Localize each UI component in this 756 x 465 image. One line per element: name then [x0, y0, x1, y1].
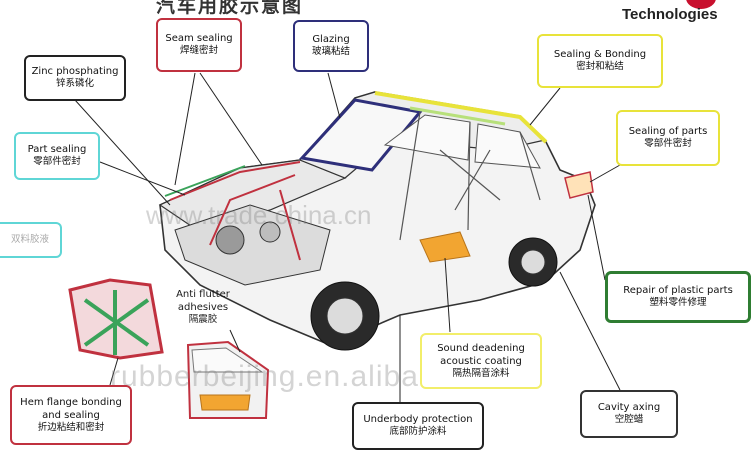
callout-glazing: Glazing 玻璃粘结 — [293, 20, 369, 72]
seam-sealing-cn: 焊缝密封 — [180, 45, 218, 57]
anti-flutter-en1: Anti flutter — [162, 288, 244, 301]
glazing-cn: 玻璃粘结 — [312, 46, 350, 58]
hem-flange-en2: and sealing — [42, 409, 100, 422]
sealing-bonding-cn: 密封和粘结 — [576, 61, 624, 73]
label-anti-flutter: Anti flutter adhesives 隔震胶 — [162, 288, 244, 326]
rear-wheel-rim — [521, 250, 545, 274]
sound-deadening-en1: Sound deadening — [437, 342, 525, 355]
sealing-bonding-en: Sealing & Bonding — [554, 48, 646, 61]
callout-zinc-phosphating: Zinc phosphating 锌系磷化 — [24, 55, 126, 101]
page-heading: 汽车用胶示意图 — [156, 0, 303, 18]
repair-plastic-cn: 塑料零件修理 — [649, 297, 706, 309]
callout-seam-sealing: Seam sealing 焊缝密封 — [156, 18, 242, 72]
callout-sealing-bonding: Sealing & Bonding 密封和粘结 — [537, 34, 663, 88]
leader-seam-2 — [200, 73, 262, 165]
callout-hem-flange: Hem flange bonding and sealing 折边粘结和密封 — [10, 385, 132, 445]
part-sealing-en: Part sealing — [28, 143, 87, 156]
callout-cavity: Cavity axing 空腔蜡 — [580, 390, 678, 438]
leader-glazing — [328, 73, 340, 118]
callout-sealing-parts: Sealing of parts 零部件密封 — [616, 110, 720, 166]
repair-plastic-en: Repair of plastic parts — [623, 284, 733, 297]
glazing-en: Glazing — [312, 33, 349, 46]
leader-sealing-parts — [590, 165, 620, 182]
leader-sealing-bonding — [530, 88, 560, 125]
cavity-en: Cavity axing — [598, 401, 660, 414]
callout-sound-deadening: Sound deadening acoustic coating 隔热隔音涂料 — [420, 333, 542, 389]
callout-part-sealing: Part sealing 零部件密封 — [14, 132, 100, 180]
sealing-parts-en: Sealing of parts — [629, 125, 708, 138]
leader-repair — [588, 195, 605, 280]
brand-name: Technologies — [622, 6, 718, 23]
sound-deadening-cn: 隔热隔音涂料 — [452, 368, 509, 380]
watermark-primary: www.trade.china.cn — [146, 200, 371, 231]
hem-flange-en1: Hem flange bonding — [20, 396, 122, 409]
callout-repair-plastic: Repair of plastic parts 塑料零件修理 — [605, 271, 751, 323]
sealing-parts-cn: 零部件密封 — [644, 138, 692, 150]
part-sealing-cn: 零部件密封 — [33, 156, 81, 168]
underbody-en: Underbody protection — [363, 413, 472, 426]
hem-flange-cn: 折边粘结和密封 — [38, 422, 105, 434]
underbody-cn: 底部防护涂料 — [389, 426, 446, 438]
seam-sealing-en: Seam sealing — [165, 32, 232, 45]
cavity-cn: 空腔蜡 — [615, 414, 644, 426]
callout-partial-left: 双料胶液 — [0, 222, 62, 258]
leader-seam-1 — [175, 73, 195, 185]
anti-flutter-en2: adhesives — [162, 301, 244, 314]
front-wheel-rim — [327, 298, 363, 334]
leader-part-sealing — [100, 162, 185, 195]
callout-underbody: Underbody protection 底部防护涂料 — [352, 402, 484, 450]
anti-flutter-cn: 隔震胶 — [162, 314, 244, 326]
zinc-phosphating-en: Zinc phosphating — [32, 65, 119, 78]
zinc-phosphating-cn: 锌系磷化 — [56, 78, 94, 90]
door-anti-flutter — [200, 395, 250, 410]
sound-deadening-en2: acoustic coating — [440, 355, 522, 368]
partial-left-cn: 双料胶液 — [11, 234, 49, 246]
